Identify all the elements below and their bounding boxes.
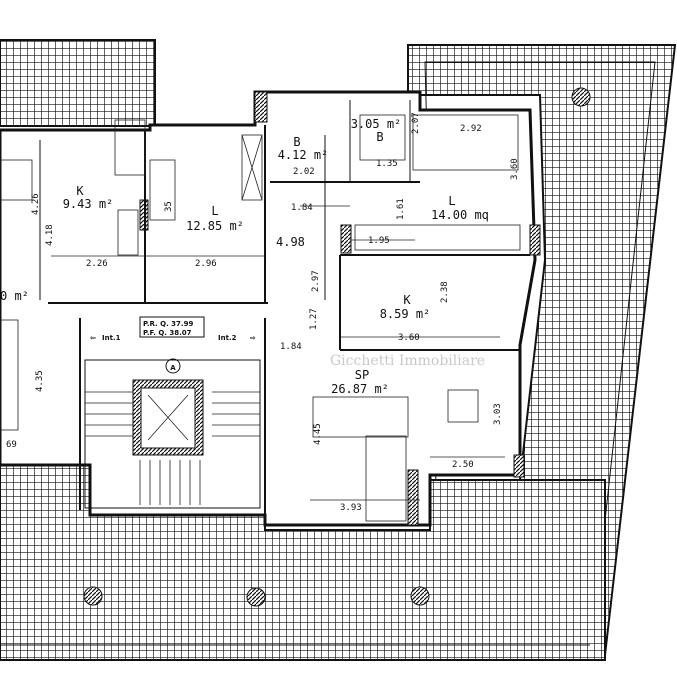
room-bath-1: B 4.12 m² [278,135,329,162]
entrance-label: Int.1 [102,334,121,342]
dimension-label: 2.97 [311,270,321,292]
stair-steps [85,391,260,505]
room-living-2: SP 26.87 m² [331,368,389,396]
dimension-label: 1.35 [376,159,398,169]
dimension-label: 1.95 [368,236,390,246]
level-box: P.R. Q. 37.99 P.F. Q. 38.07 [139,316,205,338]
dimension-label: 3.03 [493,403,503,425]
room-kitchen-2: K 8.59 m² [380,293,431,321]
dimension-label: 2.07 [411,112,421,134]
room-area: 0 m² [0,289,29,303]
walls [39,91,541,526]
dimension-label: 1.84 [291,203,313,213]
dimension-label: 3.60 [398,333,420,343]
level-pf: P.F. Q. 38.07 [143,329,192,337]
stair-marker-circle [165,358,181,374]
dimension-label: 2.38 [440,281,450,303]
room-name: B [376,130,383,144]
dimension-label: 4.26 [31,193,41,215]
watermark: Gicchetti Immobiliare [330,353,485,369]
dimension-label: 4.35 [35,370,45,392]
stair-label: A [170,364,176,372]
terrace-top-left [0,39,156,127]
entrance-int2: Int.2 ⇨ [218,334,256,342]
stairwell: A [84,358,261,509]
room-bath-2: B 3.05 m² [351,117,402,144]
dimension-label: 1.84 [280,342,302,352]
level-pr: P.R. Q. 37.99 [143,320,193,328]
arrow-left-icon: ⇦ [90,334,96,342]
room-living-1: L 12.85 m² [186,204,244,233]
room-bedroom: L 14.00 mq [431,194,489,222]
room-name: K [403,293,411,307]
room-area: 4.12 m² [278,148,329,162]
dimension-label: 3.93 [340,503,362,513]
room-area: 3.05 m² [351,117,402,131]
room-name: K [76,184,84,198]
entrance-int1: ⇦ Int.1 [90,334,121,342]
dimension-label: 3.60 [510,158,520,180]
dimension-label: 2.50 [452,460,474,470]
dimension-label: 4.98 [276,235,305,249]
dimension-label: 2.02 [293,167,315,177]
arrow-right-icon: ⇨ [250,334,256,342]
room-area: 12.85 m² [186,219,244,233]
room-area: 8.59 m² [380,307,431,321]
room-name: SP [355,368,369,382]
room-area: 26.87 m² [331,382,389,396]
dimension-label: 1.27 [309,308,319,330]
dimension-label: 35 [164,201,174,212]
room-left-partial: 0 m² [0,289,29,303]
room-name: L [448,194,455,208]
entrance-label: Int.2 [218,334,237,342]
furniture [0,114,521,522]
dimension-label: 2.92 [460,124,482,134]
dimension-label: 1.61 [396,198,406,220]
room-name: B [293,135,300,149]
room-name: L [211,204,218,218]
room-area: 14.00 mq [431,208,489,222]
dimension-label: 4.18 [45,224,55,246]
dimensions: 4.26 4.18 2.26 2.96 35 1.84 4.98 2.97 2.… [6,112,520,513]
room-area: 9.43 m² [63,197,114,211]
dimension-label: 2.26 [86,259,108,269]
dimension-label: 4.45 [313,423,323,445]
dimension-label: 2.96 [195,259,217,269]
room-kitchen-1: K 9.43 m² [63,184,114,211]
dimension-label: 69 [6,440,17,450]
planters [83,87,591,607]
